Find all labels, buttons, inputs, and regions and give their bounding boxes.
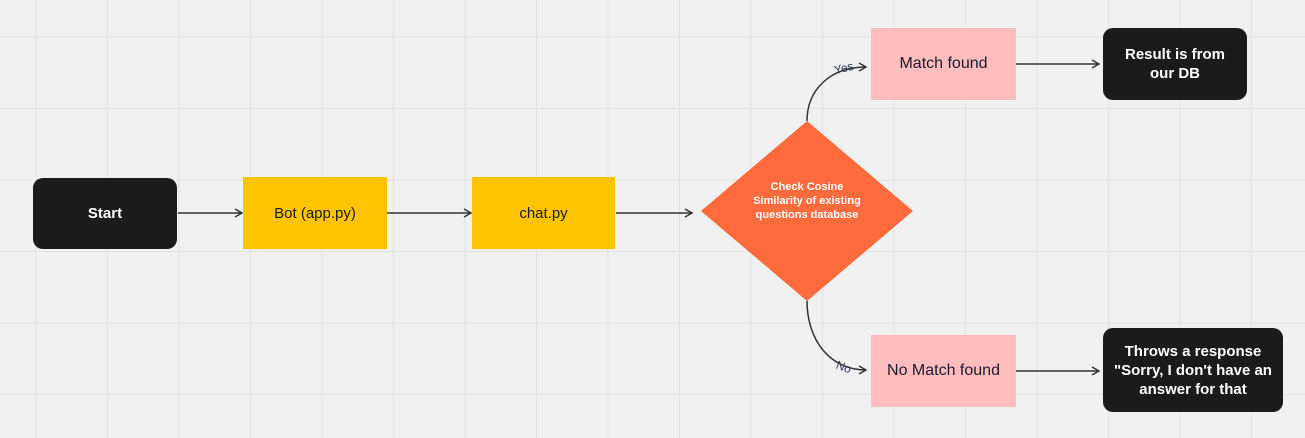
- bot-label: Bot (app.py): [274, 204, 356, 222]
- chat-node[interactable]: chat.py: [472, 177, 615, 249]
- start-node[interactable]: Start: [33, 178, 177, 249]
- no-match-label: No Match found: [887, 362, 1000, 379]
- decision-label: Check Cosine Similarity of existing ques…: [753, 181, 861, 221]
- result-label: Result is from our DB: [1124, 46, 1226, 82]
- edge-decision-match: [806, 62, 868, 122]
- match-label: Match found: [899, 55, 988, 72]
- no-match-node[interactable]: No Match found: [871, 335, 1016, 407]
- response-label: Throws a response "Sorry, I don't have a…: [1114, 342, 1272, 398]
- bot-node[interactable]: Bot (app.py): [243, 177, 387, 249]
- start-label: Start: [87, 205, 123, 222]
- result-node[interactable]: Result is from our DB: [1103, 28, 1247, 100]
- edge-decision-nomatch: [806, 300, 868, 375]
- match-node[interactable]: Match found: [871, 28, 1016, 100]
- chat-label: chat.py: [519, 204, 568, 222]
- response-node[interactable]: Throws a response "Sorry, I don't have a…: [1103, 328, 1283, 412]
- decision-diamond[interactable]: [701, 121, 913, 301]
